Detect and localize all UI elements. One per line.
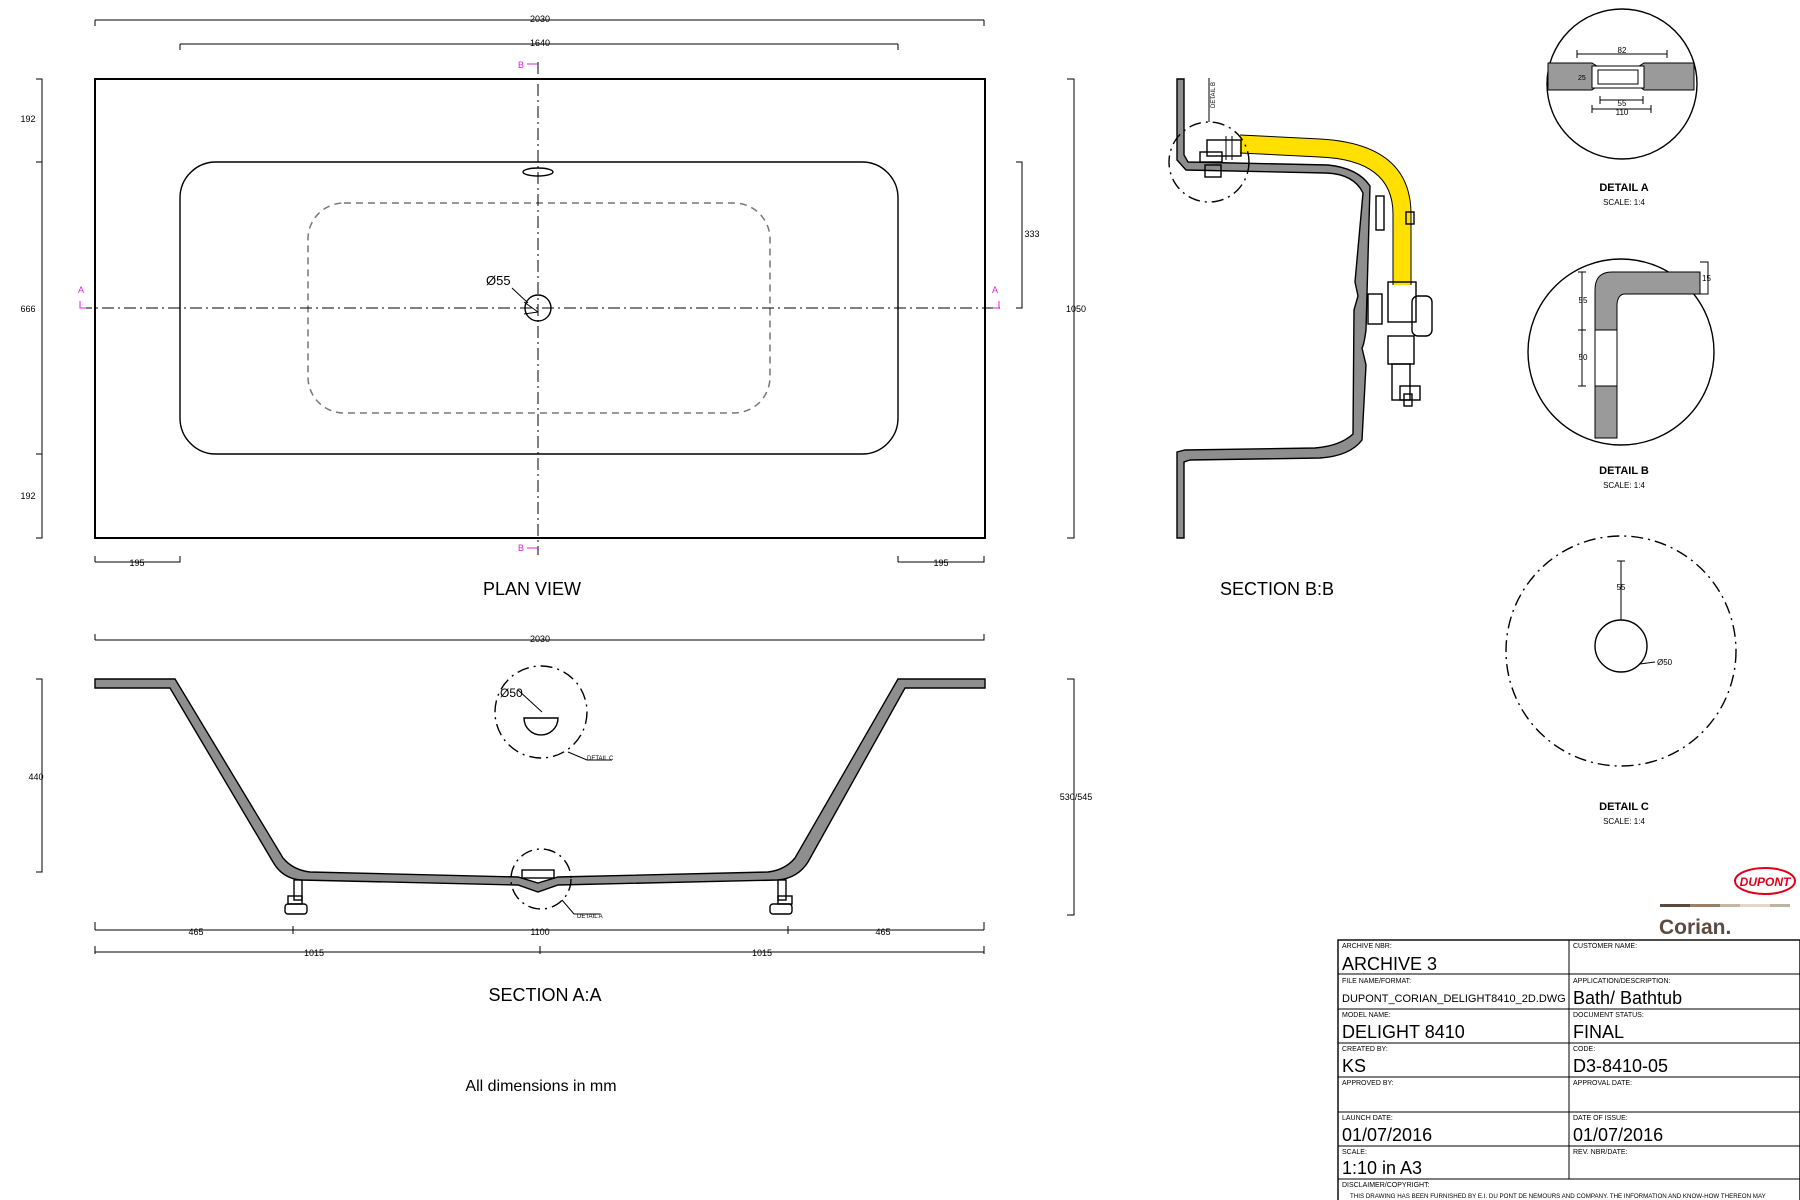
detail-a-caption: DETAIL A (1599, 182, 1648, 194)
detail-b: 55 50 15 DETAIL B SCALE: 1:4 (1527, 258, 1715, 490)
detail-b-caption: DETAIL B (1599, 465, 1649, 477)
dim-right-offset: 195 (933, 558, 948, 568)
units-note: All dimensions in mm (465, 1078, 616, 1095)
dim-left-leg: 465 (188, 927, 203, 937)
dupont-logo: DUPONT (1734, 867, 1796, 895)
detail-b-scale: SCALE: 1:4 (1603, 481, 1645, 490)
tb-scale-value: 1:10 in A3 (1342, 1158, 1422, 1178)
tb-model-label: MODEL NAME: (1342, 1012, 1391, 1019)
tb-issue-label: DATE OF ISSUE: (1573, 1115, 1628, 1122)
dim-section-overall-length: 2030 (530, 634, 550, 644)
section-marker-a-right: A (992, 285, 998, 295)
detail-a-callout: DETAIL A (577, 914, 603, 920)
tb-archive-label: ARCHIVE NBR: (1342, 943, 1392, 950)
dim-bottom-margin: 192 (20, 491, 35, 501)
tb-code-label: CODE: (1573, 1046, 1595, 1053)
dim-left-half: 1015 (304, 948, 324, 958)
detail-a-dim-bottom: 110 (1616, 108, 1629, 117)
dim-half-width: 333 (1024, 229, 1039, 239)
dim-bowl-width: 666 (20, 304, 35, 314)
detail-a-callout-circle (510, 848, 572, 910)
section-marker-b-bottom: B (518, 543, 524, 553)
tb-issue-value: 01/07/2016 (1573, 1125, 1663, 1145)
section-bb-shell (1176, 78, 1371, 539)
tb-scale-label: SCALE: (1342, 1149, 1367, 1156)
detail-a-dim-inner: 55 (1618, 99, 1627, 108)
plan-view-caption: PLAN VIEW (483, 579, 581, 599)
detail-c-dim-offset: 55 (1617, 583, 1626, 592)
detail-b-callout: DETAIL B (1211, 82, 1217, 108)
tb-approved-label: APPROVED BY: (1342, 1080, 1394, 1087)
section-aa: 2030 Ø50 DETAIL C DETAIL A 440 53 (28, 634, 1092, 1005)
tb-disclaimer-text: THIS DRAWING HAS BEEN FURNISHED BY E.I. … (1350, 1193, 1766, 1200)
dim-height: 530/545 (1060, 792, 1093, 802)
tb-model-value: DELIGHT 8410 (1342, 1022, 1465, 1042)
tb-approval-date-label: APPROVAL DATE: (1573, 1080, 1632, 1087)
detail-c-dim-diameter: Ø50 (1657, 658, 1673, 667)
tb-archive-value: ARCHIVE 3 (1342, 954, 1437, 974)
dim-center-span: 1100 (530, 927, 549, 937)
overflow-fitting (1199, 136, 1242, 178)
tb-customer-label: CUSTOMER NAME: (1573, 943, 1637, 950)
tb-status-label: DOCUMENT STATUS: (1573, 1012, 1644, 1019)
section-marker-a-left: A (78, 285, 84, 295)
svg-text:DUPONT: DUPONT (1740, 875, 1792, 889)
detail-b-dim-lower: 50 (1579, 353, 1588, 362)
dim-right-half: 1015 (752, 948, 772, 958)
tb-file-label: FILE NAME/FORMAT: (1342, 978, 1411, 985)
dim-top-margin: 192 (20, 114, 35, 124)
detail-c-caption: DETAIL C (1599, 801, 1649, 813)
section-aa-caption: SECTION A:A (488, 985, 601, 1005)
detail-b-dim-upper: 55 (1579, 296, 1588, 305)
detail-a-scale: SCALE: 1:4 (1603, 198, 1645, 207)
title-block: ARCHIVE NBR: ARCHIVE 3 CUSTOMER NAME: FI… (1337, 939, 1800, 1200)
section-bb: DETAIL B SECTION B:B (1168, 78, 1433, 599)
tb-file-value: DUPONT_CORIAN_DELIGHT8410_2D.DWG (1342, 993, 1566, 1005)
left-leg (284, 879, 308, 915)
tb-disclaimer-label: DISCLAIMER/COPYRIGHT: (1342, 1182, 1430, 1189)
svg-text:Corian.: Corian. (1659, 916, 1731, 939)
dim-inner-length: 1640 (530, 38, 550, 48)
plan-view: 2030 1640 Ø55 A A B B 192 666 192 (20, 14, 1086, 599)
section-marker-b-top: B (518, 60, 524, 70)
dim-overall-length: 2030 (530, 14, 550, 24)
tb-created-value: KS (1342, 1056, 1366, 1076)
detail-c-callout-circle (494, 665, 588, 759)
detail-b-dim-flange: 15 (1702, 274, 1711, 283)
section-bb-caption: SECTION B:B (1220, 579, 1334, 599)
tb-launch-label: LAUNCH DATE: (1342, 1115, 1393, 1122)
right-leg (769, 879, 793, 915)
tb-created-label: CREATED BY: (1342, 1046, 1388, 1053)
corian-logo: Corian. (1659, 904, 1790, 939)
dim-depth: 440 (28, 772, 43, 782)
dim-right-leg: 465 (875, 927, 890, 937)
tb-launch-value: 01/07/2016 (1342, 1125, 1432, 1145)
tb-status-value: FINAL (1573, 1022, 1624, 1042)
detail-c-scale: SCALE: 1:4 (1603, 817, 1645, 826)
detail-a: 82 25 55 110 DETAIL A SCALE: 1:4 (1546, 8, 1698, 207)
tb-rev-label: REV. NBR/DATE: (1573, 1149, 1628, 1156)
dim-overall-width: 1050 (1066, 304, 1086, 314)
detail-b-callout-circle (1168, 121, 1250, 203)
detail-a-dim-top: 82 (1618, 46, 1627, 55)
waste-diameter-label: Ø55 (486, 273, 511, 288)
overflow-diameter-label: Ø50 (500, 686, 523, 700)
detail-c: 55 Ø50 DETAIL C SCALE: 1:4 (1505, 535, 1737, 826)
tb-application-value: Bath/ Bathtub (1573, 988, 1682, 1008)
tub-shell-profile (94, 678, 986, 893)
dim-left-offset: 195 (129, 558, 144, 568)
tb-code-value: D3-8410-05 (1573, 1056, 1668, 1076)
tb-application-label: APPLICATION/DESCRIPTION: (1573, 978, 1671, 985)
detail-c-callout: DETAIL C (587, 756, 614, 762)
overflow-pipe (1239, 135, 1411, 285)
drain-fitting (1367, 195, 1433, 407)
detail-a-dim-side: 25 (1578, 75, 1586, 82)
